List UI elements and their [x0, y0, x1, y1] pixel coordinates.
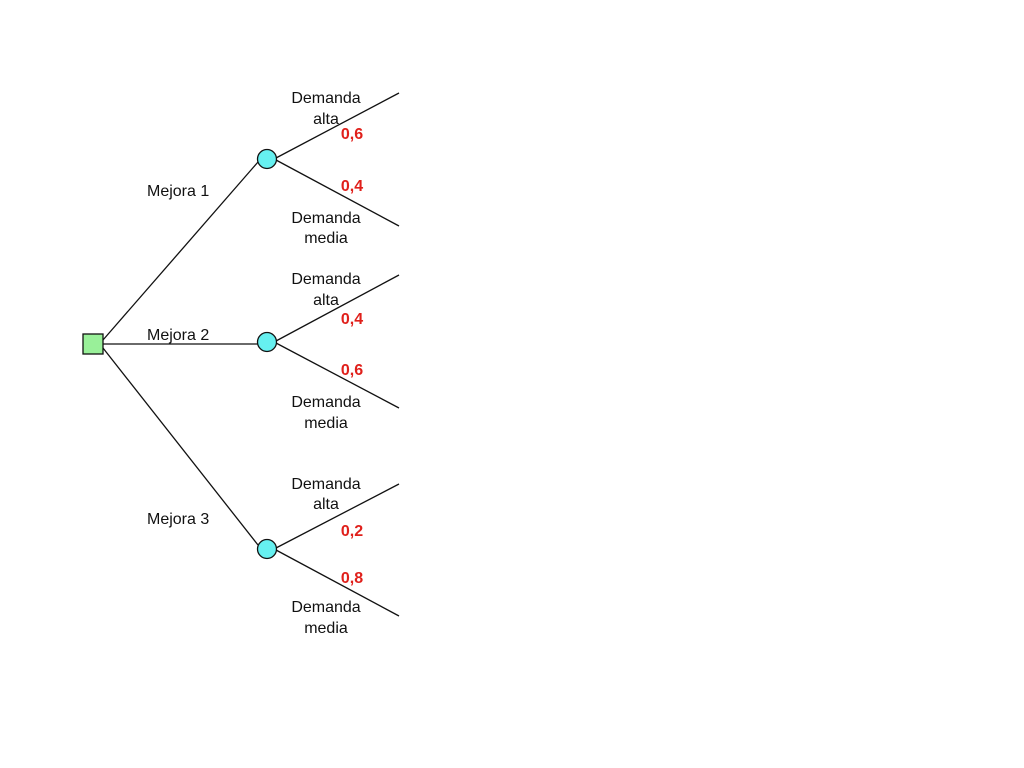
probability-label: 0,6 [341, 126, 363, 143]
option-label-mejora-3: Mejora 3 [147, 511, 209, 528]
edge-mejora-2-demanda-media [275, 342, 400, 409]
edge-mejora-2-demanda-alta [275, 274, 400, 342]
edge-mejora-3-demanda-alta [275, 483, 400, 549]
probability-label: 0,6 [341, 362, 363, 379]
outcome-label-line2: alta [313, 292, 339, 309]
edge-mejora-1-demanda-alta [275, 92, 400, 159]
outcome-label-line2: media [304, 230, 348, 247]
edge-decision-to-mejora-1 [102, 161, 259, 341]
chance-node-mejora-1 [256, 148, 278, 170]
outcome-label-line2: alta [313, 111, 339, 128]
chance-node-mejora-2 [256, 331, 278, 353]
probability-label: 0,4 [341, 311, 363, 328]
outcome-label-line1: Demanda [291, 210, 360, 227]
outcome-label-line1: Demanda [291, 476, 360, 493]
edge-mejora-1-demanda-media [275, 159, 400, 227]
outcome-label-line1: Demanda [291, 599, 360, 616]
probability-label: 0,2 [341, 523, 363, 540]
outcome-label-line2: alta [313, 496, 339, 513]
outcome-label-line1: Demanda [291, 271, 360, 288]
edge-mejora-3-demanda-media [275, 549, 400, 617]
outcome-label-line2: media [304, 620, 348, 637]
option-label-mejora-1: Mejora 1 [147, 183, 209, 200]
edge-decision-to-mejora-3 [102, 347, 259, 546]
chance-node-mejora-3 [256, 538, 278, 560]
option-label-mejora-2: Mejora 2 [147, 327, 209, 344]
probability-label: 0,8 [341, 570, 363, 587]
outcome-label-line1: Demanda [291, 394, 360, 411]
outcome-label-line1: Demanda [291, 90, 360, 107]
probability-label: 0,4 [341, 178, 363, 195]
decision-node [82, 333, 104, 355]
outcome-label-line2: media [304, 415, 348, 432]
